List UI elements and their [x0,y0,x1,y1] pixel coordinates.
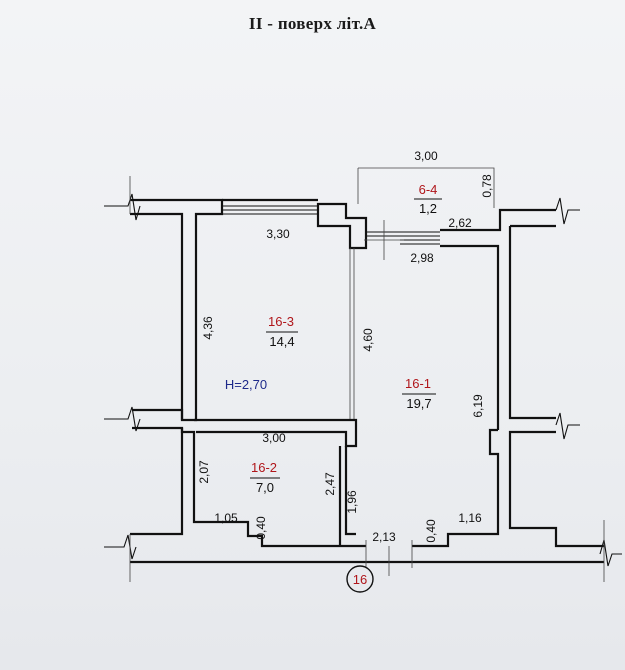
door-opening-marks [365,540,413,576]
room-3-number: 16-3 [268,314,294,329]
break-mark-6 [599,539,622,567]
room2-top-wall [194,418,358,448]
break-mark-1 [104,193,141,221]
break-mark-3 [104,534,137,560]
window-right [366,231,440,245]
dim-bottom-right: 1,16 [458,511,482,525]
room-2-number: 16-2 [251,460,277,475]
top-wall-room1-inner [440,244,500,430]
dim-corridor-depth: 1,96 [345,490,359,514]
left-wall-outer-line [130,212,184,420]
right-wall-lower [508,430,604,548]
dim-room1-top-right: 2,62 [448,216,472,230]
window-cross-marks [364,220,404,260]
room-4-area: 1,2 [419,201,437,216]
room-3-area: 14,4 [269,334,294,349]
left-outer-wall [130,198,224,422]
dim-room1-top: 2,98 [410,251,434,265]
building-marker-label: 16 [353,572,367,587]
dim-bottom-right-step: 0,40 [424,519,438,543]
top-wall-room1 [440,208,556,232]
dim-bottom-left-step: 0,40 [254,516,268,540]
dim-room2-width: 3,00 [262,431,286,445]
left-wall-outer-line-lower [130,428,184,536]
room-4-number: 6-4 [419,182,438,197]
dim-room2-depth-right: 2,47 [323,472,337,496]
corner-block [316,202,368,250]
room-1-number: 16-1 [405,376,431,391]
dim-room1-depth: 6,19 [471,394,485,418]
right-wall-block [508,224,556,420]
plan-title: II - поверх літ.А [248,14,377,33]
dim-room3-depth: 4,36 [201,316,215,340]
left-outer-wall-lower [132,426,340,548]
balcony-outline [358,167,495,208]
dim-partition-length: 4,60 [361,328,375,352]
dim-door-width: 2,13 [372,530,396,544]
dim-room3-width: 3,30 [266,227,290,241]
dim-bottom-left: 1,05 [214,511,238,525]
room-2-area: 7,0 [256,480,274,495]
left-extension-lines [129,176,605,582]
room2-right-wall [338,446,356,546]
window-left [222,205,318,215]
break-mark-5 [555,412,580,440]
dim-room2-depth-left: 2,07 [197,460,211,484]
dim-balcony-depth: 0,78 [480,174,494,198]
dim-balcony-width: 3,00 [414,149,438,163]
ceiling-height-label: Н=2,70 [225,377,267,392]
room-1-area: 19,7 [406,396,431,411]
break-mark-4 [555,197,580,225]
break-mark-2 [104,406,141,432]
right-inner-lower [436,428,500,548]
building-marker-circle [346,565,374,593]
